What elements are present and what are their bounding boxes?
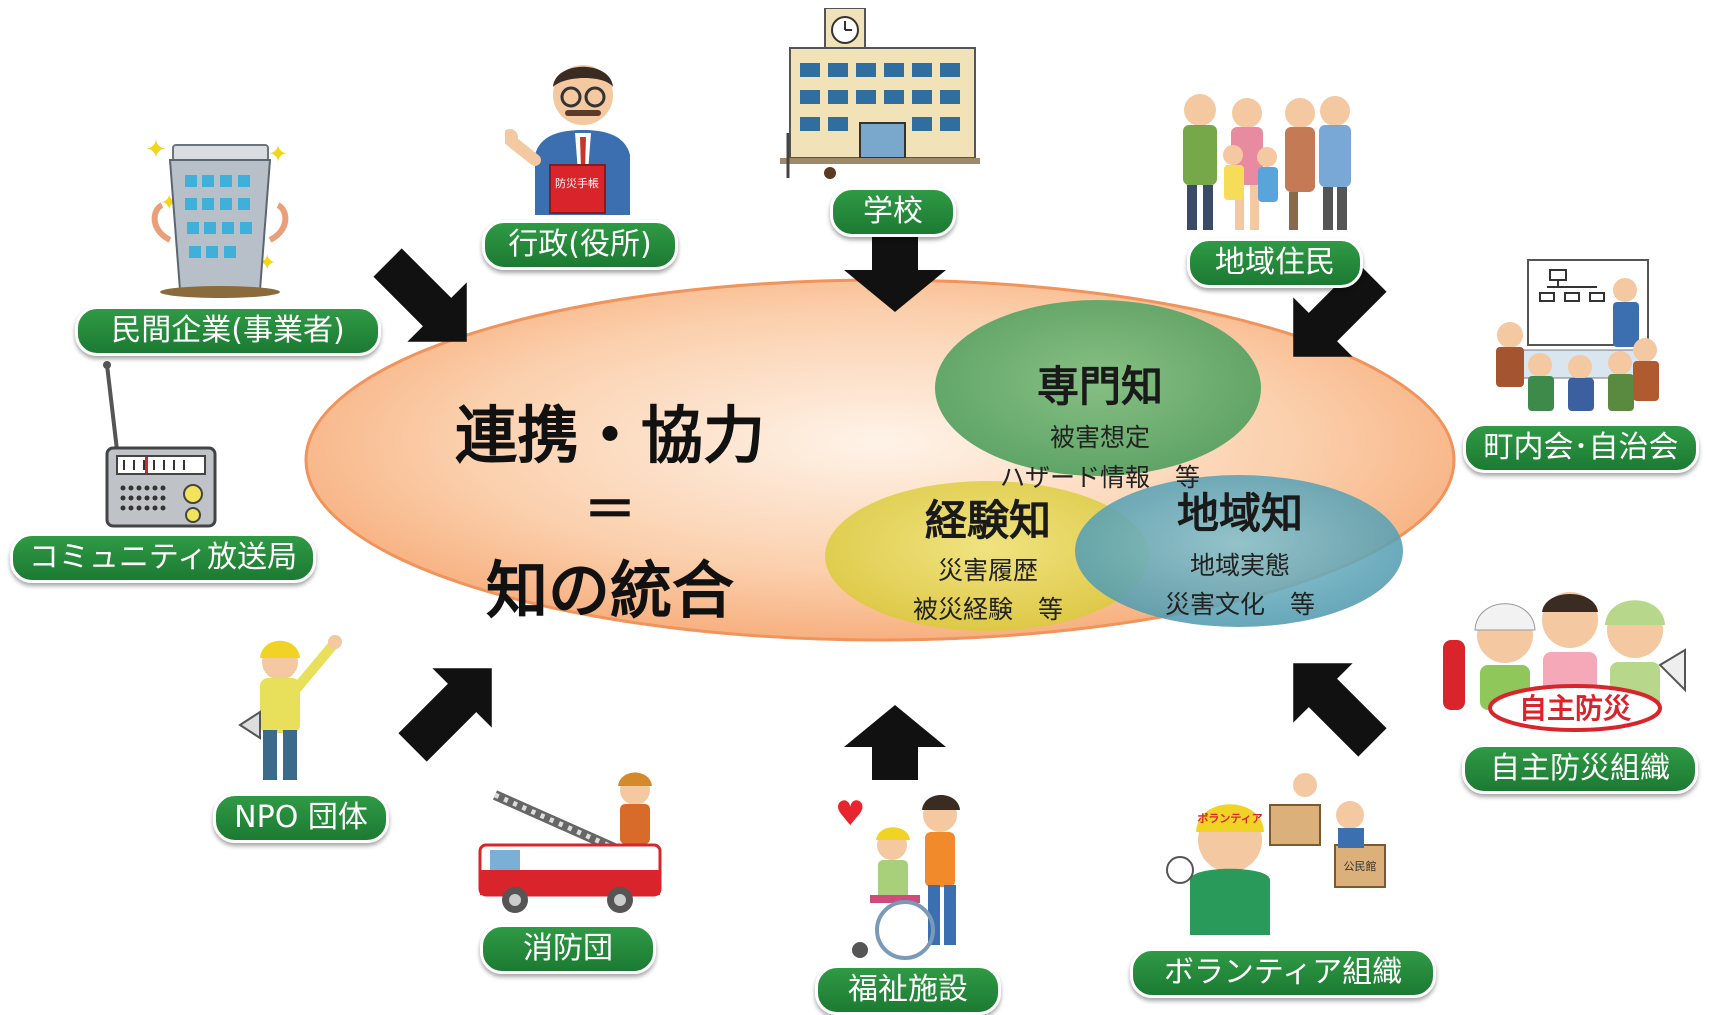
arrow-up-icon	[844, 705, 946, 780]
npo-worker-icon	[238, 635, 342, 780]
label-community-radio: コミュニティ放送局	[10, 533, 316, 583]
handbook-label: 防災手帳	[555, 176, 599, 190]
experience-title: 経験知	[924, 496, 1051, 545]
wheelchair-care-icon: ♥	[835, 794, 960, 960]
self-defense-group-icon: 自主防災	[1443, 592, 1686, 732]
experience-line-1: 災害履歴	[937, 556, 1038, 585]
fire-truck-icon	[478, 772, 662, 913]
arrow-down-icon	[844, 237, 946, 312]
office-building-icon: ✦ ✦ ✦ ✦	[145, 135, 289, 298]
svg-text:✦: ✦	[268, 140, 288, 168]
administrator-icon: 防災手帳	[505, 65, 630, 215]
label-welfare: 福祉施設	[815, 965, 1001, 1015]
arrow-down-left-icon	[1293, 263, 1387, 357]
local-line-1: 地域実態	[1189, 551, 1290, 580]
label-volunteer: ボランティア組織	[1130, 948, 1436, 998]
arrow-up-right-icon	[398, 668, 492, 762]
school-building-icon	[780, 8, 980, 179]
expert-knowledge-circle	[935, 300, 1261, 476]
label-school: 学校	[830, 187, 956, 237]
label-fire-corps: 消防団	[480, 924, 656, 974]
expert-line-2: ハザード情報 等	[999, 463, 1200, 492]
label-neighborhood: 町内会･自治会	[1463, 423, 1699, 473]
neighborhood-meeting-icon	[1496, 259, 1659, 411]
local-line-2: 災害文化 等	[1164, 590, 1315, 619]
label-administration: 行政(役所)	[482, 220, 678, 270]
svg-text:✦: ✦	[145, 135, 167, 165]
label-self-defense: 自主防災組織	[1462, 744, 1698, 794]
box-label: 公民館	[1344, 859, 1377, 873]
center-line-1: 連携・協力	[454, 399, 765, 472]
center-line-2: ＝	[583, 481, 636, 541]
helmet-label: ボランティア	[1197, 811, 1262, 825]
experience-line-2: 被災経験 等	[912, 595, 1063, 624]
label-private-company: 民間企業(事業者)	[75, 306, 381, 356]
svg-text:♥: ♥	[835, 794, 865, 834]
arrow-up-left-icon	[1293, 663, 1387, 757]
experience-knowledge-circle	[825, 481, 1149, 631]
local-knowledge-circle	[1075, 475, 1403, 627]
residents-group-icon	[1183, 94, 1351, 230]
center-line-3: 知の統合	[485, 554, 734, 627]
self-defense-badge: 自主防災	[1519, 692, 1632, 725]
expert-title: 専門知	[1036, 362, 1163, 411]
volunteers-icon: 公民館 ボランティア	[1166, 773, 1386, 935]
local-title: 地域知	[1176, 489, 1303, 538]
expert-line-1: 被害想定	[1049, 423, 1150, 452]
label-residents: 地域住民	[1187, 238, 1363, 288]
radio-icon	[103, 361, 217, 528]
arrow-down-right-icon	[373, 248, 467, 342]
label-npo: NPO 団体	[213, 793, 389, 843]
